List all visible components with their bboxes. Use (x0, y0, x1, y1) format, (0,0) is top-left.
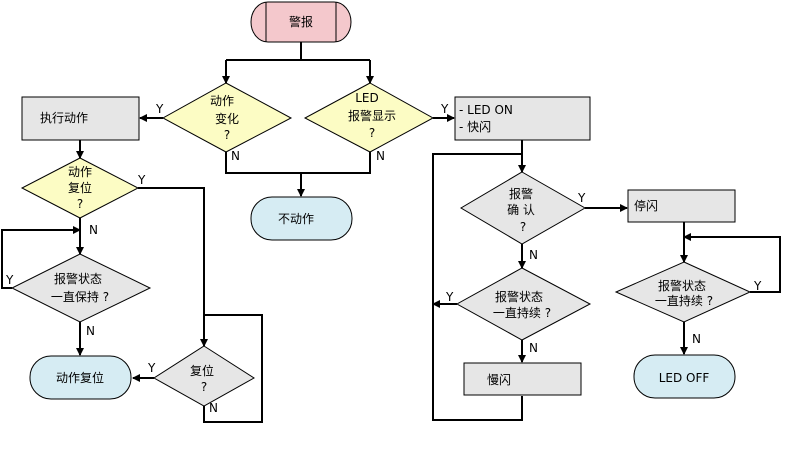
decision-alarm-status-continue-2: 报警状态 一直持续 ? (614, 261, 752, 323)
ledon-line2: - 快闪 (459, 120, 491, 134)
slow-label: 慢闪 (487, 373, 511, 387)
status1-line1: 报警状态 (54, 271, 102, 286)
label-status3-y: Y (753, 279, 762, 293)
led-line1: LED (355, 91, 379, 105)
label-ack-n: N (529, 248, 538, 262)
label-status1-y: Y (5, 273, 14, 287)
ack-line2: 确 认 (507, 203, 535, 217)
reset2-line1: 复位 (190, 363, 214, 378)
change-line3: ? (224, 128, 230, 142)
edge-slow-loop (432, 153, 523, 421)
edge-change-n (225, 152, 371, 174)
process-stop-blink: 停闪 (627, 189, 736, 223)
decision-reset: 复位 ? (153, 345, 255, 407)
connectors (1, 42, 781, 423)
led-line2: 报警显示 (348, 108, 396, 123)
node-start: 警报 (250, 1, 352, 43)
ledoff-label: LED OFF (659, 371, 710, 385)
process-led-on: - LED ON - 快闪 (454, 96, 591, 141)
status3-line1: 报警状态 (658, 278, 706, 293)
edge-reset-y (138, 187, 208, 347)
ack-line3: ? (520, 220, 526, 234)
decision-action-change: 动作 变化 ? (161, 82, 293, 153)
decision-alarm-status-continue: 报警状态 一直持续 ? (455, 267, 592, 341)
status2-line1: 报警状态 (495, 289, 543, 304)
edge-reset2-loop (203, 314, 263, 423)
ack-line1: 报警 (509, 186, 533, 201)
stop-label: 停闪 (634, 198, 658, 213)
process-execute-action: 执行动作 (21, 96, 140, 141)
label-reset-y: Y (137, 173, 146, 187)
edge-status3-loop (683, 233, 781, 293)
terminal-led-off: LED OFF (633, 354, 736, 399)
noaction-label: 不动作 (278, 212, 314, 226)
change-line2: 变化 (215, 111, 239, 126)
terminal-action-reset: 动作复位 (29, 355, 132, 400)
label-change-y: Y (155, 102, 164, 116)
end-reset-label: 动作复位 (56, 370, 104, 385)
status1-line2: 一直保持 ? (51, 289, 109, 304)
label-change-n: N (231, 149, 240, 163)
decision-alarm-ack: 报警 确 认 ? (460, 171, 587, 245)
exec-label: 执行动作 (40, 111, 88, 125)
label-status2-y: Y (445, 290, 454, 304)
status3-line2: 一直持续 ? (655, 293, 713, 308)
change-line1: 动作 (210, 94, 234, 108)
label-reset2-y: Y (147, 361, 156, 375)
status2-line2: 一直持续 ? (493, 305, 551, 320)
start-label: 警报 (289, 14, 313, 29)
label-reset-n: N (89, 223, 98, 237)
reset-line1: 动作 (68, 165, 92, 179)
label-status2-n: N (529, 341, 538, 355)
reset2-line2: ? (201, 380, 207, 394)
led-line3: ? (369, 126, 375, 140)
edge-status1-loop (1, 226, 81, 289)
decision-alarm-status-hold: 报警状态 一直保持 ? (10, 253, 152, 323)
process-slow-blink: 慢闪 (463, 362, 582, 396)
terminal-no-action: 不动作 (250, 196, 353, 241)
edge-labels: Y N Y N Y N Y N Y N Y N Y N Y N (5, 102, 762, 415)
reset-line3: ? (77, 197, 83, 211)
decision-action-reset: 动作 复位 ? (20, 157, 140, 219)
label-ack-y: Y (577, 191, 586, 205)
decision-led-display: LED 报警显示 ? (303, 82, 435, 153)
ledon-line1: - LED ON (459, 103, 513, 117)
label-led-y: Y (440, 102, 449, 116)
label-status3-n: N (692, 332, 701, 346)
reset-line2: 复位 (68, 180, 92, 195)
label-status1-n: N (86, 324, 95, 338)
label-led-n: N (376, 149, 385, 163)
label-reset2-n: N (209, 401, 218, 415)
